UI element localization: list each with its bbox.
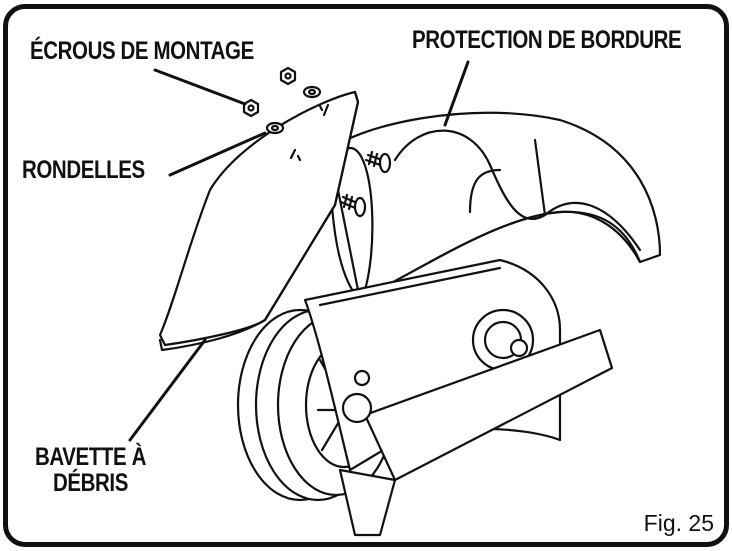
leader-line-guard	[443, 60, 470, 127]
leader-line-flap	[128, 338, 207, 442]
label-debris-flap: BAVETTE À DÉBRIS	[35, 444, 146, 496]
washers-and-nuts	[242, 66, 330, 160]
leader-line-nuts	[153, 68, 247, 106]
label-debris-flap-line2: DÉBRIS	[52, 469, 128, 497]
leader-line-washers	[168, 131, 267, 177]
mounting-bolts	[339, 150, 392, 218]
label-washers: RONDELLES	[22, 156, 145, 184]
label-mounting-nuts: ÉCROUS DE MONTAGE	[30, 37, 254, 65]
label-edge-guard: PROTECTION DE BORDURE	[412, 26, 682, 54]
figure-number: Fig. 25	[643, 510, 714, 536]
edge-guard	[328, 111, 662, 302]
blade	[338, 328, 614, 537]
leader-lines	[128, 60, 470, 442]
label-debris-flap-line1: BAVETTE À	[35, 443, 146, 471]
